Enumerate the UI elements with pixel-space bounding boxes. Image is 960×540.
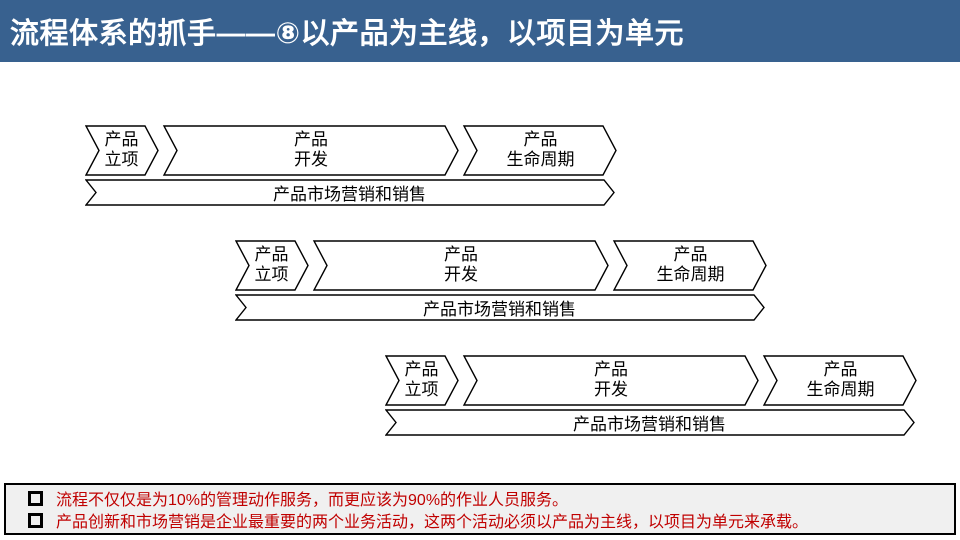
process-flow-row-3: 产品 立项 产品 开发 产品 生命周期 产品市场营销和销售 xyxy=(385,355,917,436)
stage-label-development: 产品 开发 xyxy=(444,245,478,284)
stage-label-initiation: 产品 立项 xyxy=(104,130,139,169)
stage-label-development: 产品 开发 xyxy=(594,360,628,399)
arrow-shape-marketing xyxy=(385,409,915,436)
slide-title-bar: 流程体系的抓手——⑧以产品为主线，以项目为单元 xyxy=(0,0,960,62)
notes-box: 流程不仅仅是为10%的管理动作服务，而更应该为90%的作业人员服务。 产品创新和… xyxy=(4,483,956,535)
marketing-bar-label: 产品市场营销和销售 xyxy=(573,415,726,434)
chevron-shape-initiation xyxy=(85,125,159,176)
note-item: 流程不仅仅是为10%的管理动作服务，而更应该为90%的作业人员服务。 xyxy=(6,487,954,509)
chevron-shape-initiation xyxy=(235,240,309,291)
process-flow-row-2: 产品 立项 产品 开发 产品 生命周期 产品市场营销和销售 xyxy=(235,240,767,321)
process-flow-shapes xyxy=(85,125,617,206)
chevron-shape-development xyxy=(162,125,459,176)
note-item: 产品创新和市场营销是企业最重要的两个业务活动，这两个活动必须以产品为主线，以项目… xyxy=(6,509,954,531)
stage-label-initiation: 产品 立项 xyxy=(404,360,439,399)
stage-label-lifecycle: 产品 生命周期 xyxy=(656,245,725,284)
marketing-bar-label: 产品市场营销和销售 xyxy=(423,300,576,319)
chevron-shape-lifecycle xyxy=(762,355,917,406)
stage-label-lifecycle: 产品 生命周期 xyxy=(506,130,575,169)
note-text: 产品创新和市场营销是企业最重要的两个业务活动，这两个活动必须以产品为主线，以项目… xyxy=(56,514,809,531)
chevron-shape-initiation xyxy=(385,355,459,406)
arrow-shape-marketing xyxy=(235,294,765,321)
square-bullet-icon xyxy=(28,490,43,506)
stage-label-development: 产品 开发 xyxy=(294,130,328,169)
stage-label-lifecycle: 产品 生命周期 xyxy=(806,360,875,399)
chevron-shape-lifecycle xyxy=(612,240,767,291)
note-text: 流程不仅仅是为10%的管理动作服务，而更应该为90%的作业人员服务。 xyxy=(56,492,569,509)
process-flow-row-1: 产品 立项 产品 开发 产品 生命周期 产品市场营销和销售 xyxy=(85,125,617,206)
chevron-shape-development xyxy=(462,355,759,406)
arrow-shape-marketing xyxy=(85,179,615,206)
process-flow-shapes xyxy=(235,240,767,321)
square-bullet-icon xyxy=(28,512,43,528)
chevron-shape-development xyxy=(312,240,609,291)
process-flow-shapes xyxy=(385,355,917,436)
stage-label-initiation: 产品 立项 xyxy=(254,245,289,284)
chevron-shape-lifecycle xyxy=(462,125,617,176)
slide-title: 流程体系的抓手——⑧以产品为主线，以项目为单元 xyxy=(10,18,685,50)
marketing-bar-label: 产品市场营销和销售 xyxy=(273,185,426,204)
